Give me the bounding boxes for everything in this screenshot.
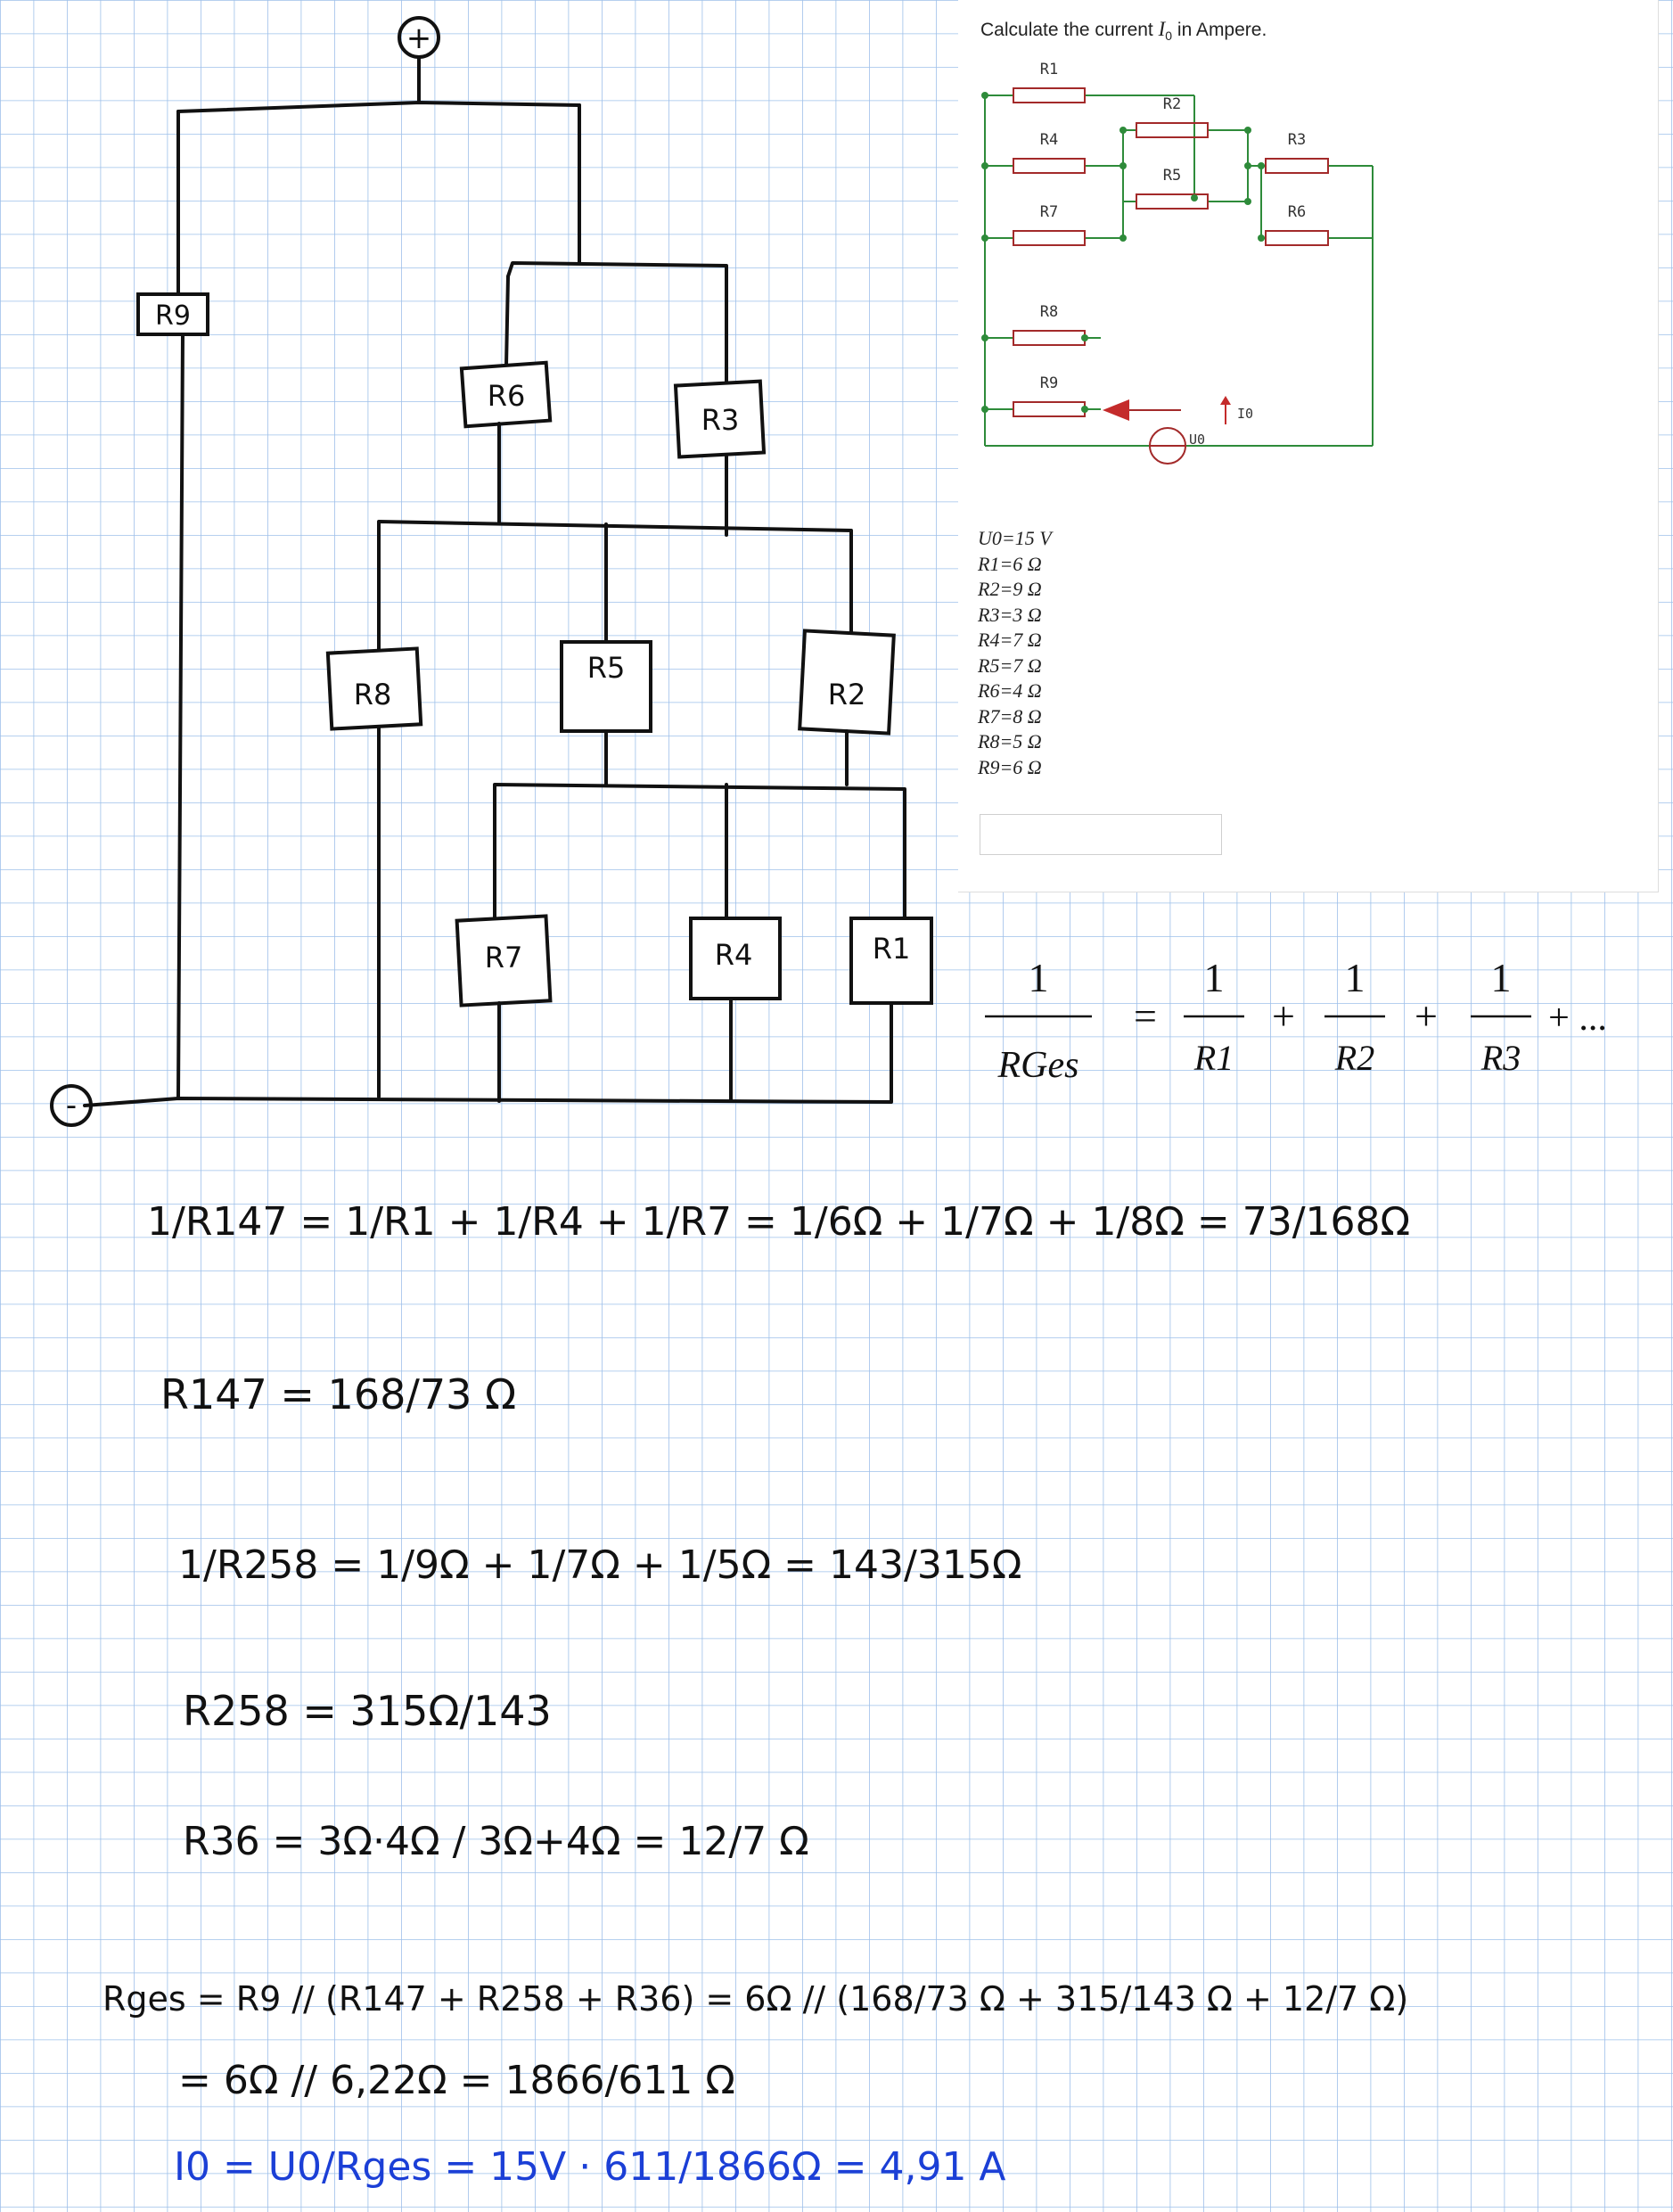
given-values: U0=15 V R1=6 Ω R2=9 Ω R3=3 Ω R4=7 Ω R5=7…: [978, 527, 1052, 778]
svg-text:R6: R6: [488, 379, 526, 413]
work-line-1: 1/R147 = 1/R1 + 1/R4 + 1/R7 = 1/6Ω + 1/7…: [147, 1199, 1410, 1245]
resistor-r7: [455, 914, 553, 1007]
svg-text:R9: R9: [155, 300, 191, 332]
resistor-r9: [136, 292, 209, 336]
resistor-r5: [560, 640, 652, 733]
svg-text:R2: R2: [1163, 95, 1181, 113]
svg-text:R6: R6: [1288, 203, 1306, 221]
resistor-r2: [798, 629, 896, 736]
svg-text:R5: R5: [1163, 167, 1181, 185]
question-text: Calculate the current I0 in Ampere.: [980, 18, 1267, 44]
svg-text:+: +: [1415, 993, 1438, 1039]
plus-terminal-label: +: [406, 21, 432, 56]
svg-text:RGes: RGes: [997, 1045, 1079, 1086]
resistor-r4: [689, 917, 782, 1000]
work-line-5: R36 = 3Ω·4Ω / 3Ω+4Ω = 12/7 Ω: [183, 1819, 809, 1864]
svg-text:R7: R7: [485, 941, 523, 974]
svg-text:R8: R8: [354, 678, 392, 711]
answer-input[interactable]: [980, 814, 1222, 855]
svg-text:R9: R9: [1040, 374, 1058, 392]
svg-text:R1: R1: [1193, 1038, 1234, 1078]
parallel-resistance-formula: 1 RGes = 1 R1 + 1 R2 + 1 R3 + ...: [985, 955, 1607, 1086]
svg-text:I0: I0: [1237, 406, 1253, 422]
work-line-7: = 6Ω // 6,22Ω = 1866/611 Ω: [178, 2058, 735, 2103]
svg-text:=: =: [1134, 993, 1157, 1039]
svg-text:1: 1: [1491, 955, 1512, 1000]
svg-text:R2: R2: [828, 678, 866, 711]
circuit-schematic: R1 R2 R4 R3 R5 R7 R6 R8 R9 U0 I0: [981, 61, 1374, 465]
svg-text:R3: R3: [1480, 1038, 1521, 1078]
svg-text:1: 1: [1204, 955, 1225, 1000]
svg-text:+ ...: + ...: [1548, 998, 1607, 1039]
svg-text:1: 1: [1345, 955, 1365, 1000]
svg-text:R2: R2: [1334, 1038, 1374, 1078]
resistor-r8: [325, 646, 423, 731]
work-line-3: 1/R258 = 1/9Ω + 1/7Ω + 1/5Ω = 143/315Ω: [178, 1542, 1021, 1588]
work-line-8: I0 = U0/Rges = 15V · 611/1866Ω = 4,91 A: [174, 2144, 1006, 2190]
work-line-6: Rges = R9 // (R147 + R258 + R36) = 6Ω //…: [103, 1979, 1408, 2019]
svg-text:R1: R1: [873, 932, 911, 966]
minus-terminal-label: -: [66, 1088, 77, 1123]
svg-text:R4: R4: [715, 938, 753, 972]
work-line-4: R258 = 315Ω/143: [183, 1687, 552, 1735]
svg-text:R8: R8: [1040, 303, 1058, 321]
svg-text:R7: R7: [1040, 203, 1058, 221]
svg-text:R4: R4: [1040, 131, 1058, 149]
minus-terminal: [50, 1084, 93, 1127]
svg-text:R5: R5: [587, 651, 626, 685]
resistor-r6: [459, 360, 553, 429]
svg-text:U0: U0: [1189, 432, 1205, 448]
resistor-r1: [849, 917, 933, 1005]
handwritten-calculation: 1/R147 = 1/R1 + 1/R4 + 1/R7 = 1/6Ω + 1/7…: [103, 1199, 1410, 2190]
work-line-2: R147 = 168/73 Ω: [160, 1370, 516, 1418]
svg-text:R3: R3: [1288, 131, 1306, 149]
task-panel: Calculate the current I0 in Ampere.: [958, 0, 1659, 892]
svg-text:R1: R1: [1040, 61, 1058, 78]
handwritten-circuit: + R9 R6 R3 R8 R5 R2: [50, 16, 933, 1127]
svg-text:1: 1: [1029, 955, 1049, 1000]
resistor-r3: [673, 379, 767, 459]
svg-text:R3: R3: [701, 403, 740, 437]
svg-text:+: +: [1272, 993, 1295, 1039]
